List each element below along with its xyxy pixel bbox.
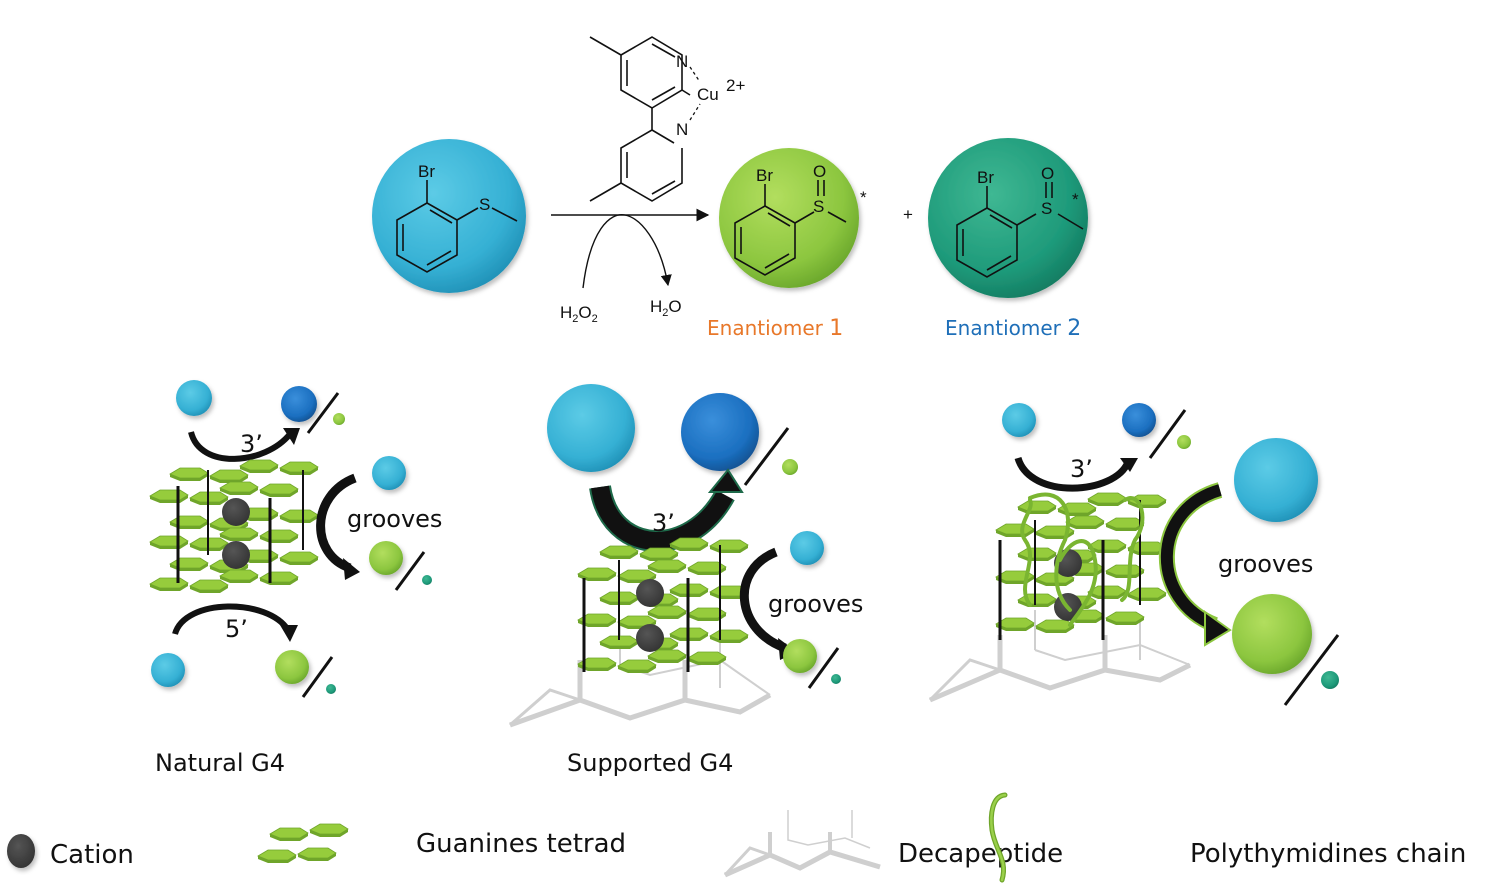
panel-supported-g4: 3’ grooves (509, 384, 863, 777)
g4-stack (150, 460, 318, 593)
legend-label: Polythymidines chain (1190, 839, 1466, 869)
grooves-label: grooves (1218, 550, 1313, 578)
panel-title: Supported G4 (567, 749, 733, 777)
enantiomer-2-label: Enantiomer 2 (945, 316, 1081, 341)
catalyst-n-bottom: N (676, 120, 688, 139)
top-arrow-label: 3’ (240, 430, 263, 458)
catalyst-metal: Cu (697, 85, 719, 104)
enantiomer-1-br: Br (756, 166, 773, 185)
small-ball (333, 413, 345, 425)
enantiomer-2-molecule: Br S O * (928, 138, 1088, 298)
grooves-arrow (316, 473, 357, 573)
slash-divider (306, 392, 340, 434)
substrate-br: Br (418, 162, 435, 181)
enantiomer-ball-dark (281, 386, 317, 422)
g4-stack (996, 492, 1166, 640)
panel-title: Natural G4 (155, 749, 285, 777)
substrate-ball (372, 456, 406, 490)
bottom-arrow (172, 603, 291, 636)
reagent-h2o2: H2O2 (560, 303, 598, 325)
enantiomer-2-stereo: * (1072, 190, 1079, 209)
legend: Cation Guanines tetrad Decapeptide (7, 792, 1466, 883)
reagent-h2o: H2O (650, 297, 682, 319)
substrate-s: S (479, 195, 490, 214)
enantiomer-1-s: S (813, 197, 824, 216)
legend-label: Cation (50, 840, 134, 870)
enantiomer-2-br: Br (977, 168, 994, 187)
substrate-ball (176, 380, 212, 416)
legend-label: Guanines tetrad (416, 829, 626, 859)
enantiomer-2-s: S (1041, 199, 1052, 218)
legend-label: Decapeptide (898, 839, 1063, 869)
grooves-label: grooves (347, 505, 442, 533)
top-arrow (188, 431, 293, 462)
catalyst-n-top: N (676, 52, 688, 71)
cation-icon (222, 498, 250, 526)
panel-polythymidine-g4: 3’ (928, 403, 1340, 706)
enantiomer-1-molecule: Br S O * (719, 148, 867, 288)
catalyst-charge: 2+ (726, 76, 745, 95)
top-arrow-label: 3’ (652, 509, 675, 537)
top-arrow (591, 485, 733, 550)
guanine-tetrad-icon (257, 823, 349, 864)
enantiomer-1-o: O (813, 162, 826, 181)
legend-item-decapeptide: Decapeptide (723, 810, 1063, 878)
catalyst-structure: N N Cu 2+ (589, 36, 745, 202)
grooves-arrow (739, 547, 787, 653)
enantiomer-1-stereo: * (860, 188, 867, 207)
substrate-molecule: Br S (372, 139, 526, 293)
g4-stack (578, 538, 748, 673)
enantiomer-2-o: O (1041, 164, 1054, 183)
decapeptide-icon (723, 810, 881, 878)
grooves-label: grooves (768, 590, 863, 618)
reaction-arrow (551, 208, 710, 289)
decapeptide-support (928, 610, 1192, 703)
bottom-arrow-label: 5’ (225, 615, 248, 643)
grooves-arrow (1160, 484, 1222, 631)
top-arrow (1014, 456, 1132, 492)
polythymidine-chain (1020, 492, 1145, 627)
plus-sign: + (903, 205, 913, 224)
enantiomer-2-ball (928, 138, 1088, 298)
cation-icon (7, 834, 35, 868)
cation-icon (222, 541, 250, 569)
decapeptide-support (509, 625, 772, 728)
enantiomer-1-label: Enantiomer 1 (707, 316, 843, 341)
top-arrow-label: 3’ (1070, 455, 1093, 483)
cation-icon (636, 624, 664, 652)
legend-item-guanine-tetrad: Guanines tetrad (257, 823, 626, 864)
legend-item-cation: Cation (7, 834, 134, 870)
cation-icon (636, 579, 664, 607)
legend-item-polythymidine-chain: Polythymidines chain (988, 792, 1466, 883)
enantiomer-ball (369, 541, 403, 575)
panel-natural-g4: 3’ grooves 5’ Natural G4 (150, 380, 442, 777)
